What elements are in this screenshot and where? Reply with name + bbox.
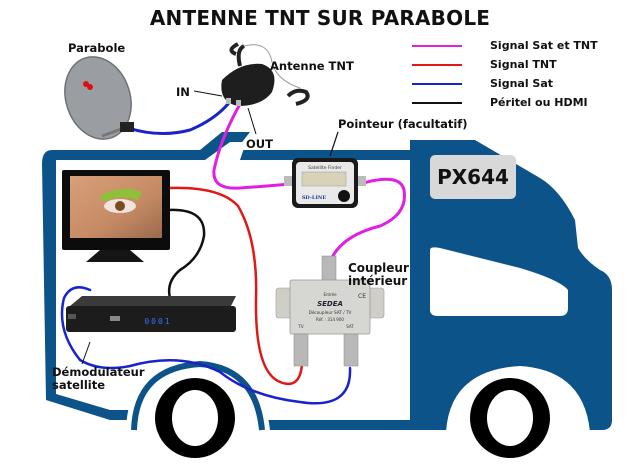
tv-screen-lashes <box>100 188 142 202</box>
dish-reflector <box>64 56 132 140</box>
legend-swatch-peritel <box>412 101 462 104</box>
front-wheel-hub <box>487 390 533 446</box>
diagram-title: ANTENNE TNT SUR PARABOLE <box>149 6 491 30</box>
coupler-ref: Réf. : 314 900 <box>316 317 344 322</box>
legend-item: Péritel ou HDMI <box>412 93 598 112</box>
label-out: OUT <box>246 137 273 151</box>
legend-label: Signal Sat <box>490 77 554 90</box>
pointer-label-line <box>329 131 339 157</box>
legend-item: Signal TNT <box>412 55 598 74</box>
dish-logo-dot <box>87 84 93 90</box>
label-parabole: Parabole <box>68 41 126 55</box>
finder-knob <box>338 190 350 202</box>
coupler-tv-label: TV <box>297 324 303 329</box>
demod-label-line <box>81 341 91 365</box>
finder-connector-right <box>356 176 366 186</box>
label-demodulateur: Démodulateur satellite <box>52 366 145 392</box>
cable-sat-tnt-antenna-to-pointer <box>212 102 292 190</box>
label-coupleur-line1: Coupleur <box>348 261 409 275</box>
satellite-finder: Satellite Finder SD-LINE <box>284 158 366 208</box>
dish-lnb <box>120 122 134 132</box>
coupler: Entrée SEDEA Découpleur SAT / TV Réf. : … <box>275 255 385 367</box>
television <box>62 170 170 262</box>
coupler-entry: Entrée <box>323 292 337 297</box>
label-demodulateur-line2: satellite <box>52 378 106 392</box>
label-pointeur: Pointeur (facultatif) <box>338 117 468 131</box>
ce-mark: CE <box>358 293 366 300</box>
receiver-usb <box>110 316 120 321</box>
legend-label: Péritel ou HDMI <box>490 96 588 109</box>
coupler-sat-label: SAT <box>346 324 354 329</box>
cables <box>60 102 406 405</box>
finder-brand: SD-LINE <box>302 195 327 201</box>
legend-label: Signal TNT <box>490 58 557 71</box>
tnt-antenna <box>221 42 310 106</box>
cable-sat-tnt-pointer-to-coupler <box>328 177 406 264</box>
legend-item: Signal Sat <box>412 74 598 93</box>
cable-hdmi-tv-to-receiver <box>166 208 206 300</box>
cable-sat-coupler-to-receiver <box>60 286 352 405</box>
legend-swatch-sat <box>412 82 462 85</box>
finder-connector-left <box>284 176 294 186</box>
cable-sat-dish-to-antenna <box>126 102 230 135</box>
legend-label: Signal Sat et TNT <box>490 39 598 52</box>
coupler-brand: SEDEA <box>317 300 343 308</box>
label-antenne-tnt: Antenne TNT <box>270 59 354 73</box>
antenna-body <box>221 63 275 106</box>
satellite-receiver: 0001 <box>66 296 236 332</box>
rear-wheel-hub <box>172 390 218 446</box>
license-plate: PX644 <box>430 155 516 199</box>
antenna-element-left <box>229 42 246 67</box>
coupler-output-sat <box>343 333 359 367</box>
front-window <box>430 247 568 316</box>
antenna-wire <box>243 44 301 89</box>
coupler-input <box>321 255 337 283</box>
legend: Signal Sat et TNT Signal TNT Signal Sat … <box>412 36 598 112</box>
out-label-line <box>247 107 257 135</box>
finder-title: Satellite Finder <box>308 165 342 171</box>
label-coupleur-line2: intérieur <box>348 274 408 288</box>
coupler-output-tv <box>293 333 309 367</box>
receiver-display: 0001 <box>144 317 171 326</box>
cable-tnt-coupler-to-tv <box>166 186 304 386</box>
coupler-name: Découpleur SAT / TV <box>309 310 352 315</box>
coupler-body <box>289 279 371 335</box>
label-coupleur: Coupleur intérieur <box>348 262 409 288</box>
receiver-top <box>70 296 236 308</box>
tv-screen-iris <box>115 201 125 211</box>
legend-item: Signal Sat et TNT <box>412 36 598 55</box>
satellite-dish <box>64 56 134 140</box>
label-in: IN <box>176 85 190 99</box>
in-label-line <box>193 90 223 97</box>
tv-stand <box>86 250 144 262</box>
antenna-element-right <box>286 88 310 106</box>
receiver-front <box>66 306 236 332</box>
legend-swatch-sat-tnt <box>412 44 462 47</box>
legend-swatch-tnt <box>412 63 462 66</box>
receiver-card-slot <box>68 314 76 319</box>
finder-meter <box>301 171 347 187</box>
antenna-port-in <box>226 98 231 104</box>
label-demodulateur-line1: Démodulateur <box>52 365 145 379</box>
antenna-port-out <box>236 100 241 106</box>
